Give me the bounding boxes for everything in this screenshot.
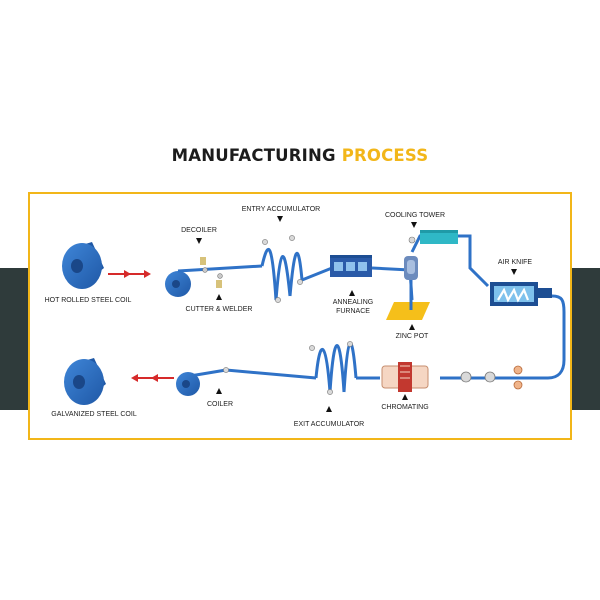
cooling-tower-label: COOLING TOWER [384, 212, 446, 219]
annealing-furnace-icon [330, 255, 372, 277]
coiler-label: COILER [206, 401, 234, 408]
entry-accumulator-rollers [262, 235, 303, 303]
coiler-pointer-icon [216, 388, 222, 394]
annealing-furnace-label-line1: ANNEALING [332, 299, 374, 306]
entry-accumulator-label: ENTRY ACCUMULATOR [241, 206, 321, 213]
exit-accumulator-pointer-icon [326, 406, 332, 412]
zinc-pot-label: ZINC POT [395, 333, 429, 340]
left-dark-band [0, 268, 32, 410]
page-title: MANUFACTURING PROCESS [0, 146, 600, 165]
zinc-pot-pointer-icon [409, 324, 415, 330]
hot-rolled-coil-label: HOT ROLLED STEEL COIL [44, 297, 132, 304]
air-knife-icon [490, 282, 552, 306]
label-pointers [196, 216, 517, 412]
zinc-pot-icon [386, 256, 430, 320]
galvanized-coil-label: GALVANIZED STEEL COIL [51, 411, 137, 418]
inbound-red-arrow-icon [108, 270, 151, 278]
process-diagram-panel [28, 192, 572, 440]
annealing-furnace-label-line2: FURNACE [336, 308, 370, 315]
title-accent: PROCESS [341, 146, 429, 165]
air-knife-label: AIR KNIFE [497, 259, 533, 266]
exit-accumulator-rollers [223, 341, 353, 395]
rolling-stands-icon [460, 365, 523, 390]
cutter-welder-pointer-icon [216, 294, 222, 300]
decoiler-label: DECOILER [181, 227, 217, 234]
cooling-tower-icon [408, 230, 458, 244]
chromating-unit-icon [381, 362, 429, 392]
decoiler-pointer-icon [196, 238, 202, 244]
cooling-tower-pointer-icon [411, 222, 417, 228]
coiler-coil-icon [176, 372, 200, 396]
entry-accumulator-pointer-icon [277, 216, 283, 222]
title-main: MANUFACTURING [171, 146, 336, 165]
hot-rolled-coil-icon [62, 242, 104, 289]
outbound-red-arrow-icon [131, 374, 174, 382]
chromating-label: CHROMATING [381, 404, 429, 411]
cutter-welder-icon [200, 257, 223, 288]
cutter-welder-label: CUTTER & WELDER [185, 306, 253, 313]
air-knife-pointer-icon [511, 269, 517, 275]
upper-strip-line [177, 234, 566, 380]
right-dark-band [568, 268, 600, 410]
decoiler-coil-icon [165, 271, 191, 297]
chromating-pointer-icon [402, 394, 408, 400]
annealing-furnace-pointer-icon [349, 290, 355, 296]
lower-strip-line [189, 342, 380, 393]
galvanized-coil-icon [64, 358, 106, 405]
exit-accumulator-label: EXIT ACCUMULATOR [293, 421, 365, 428]
